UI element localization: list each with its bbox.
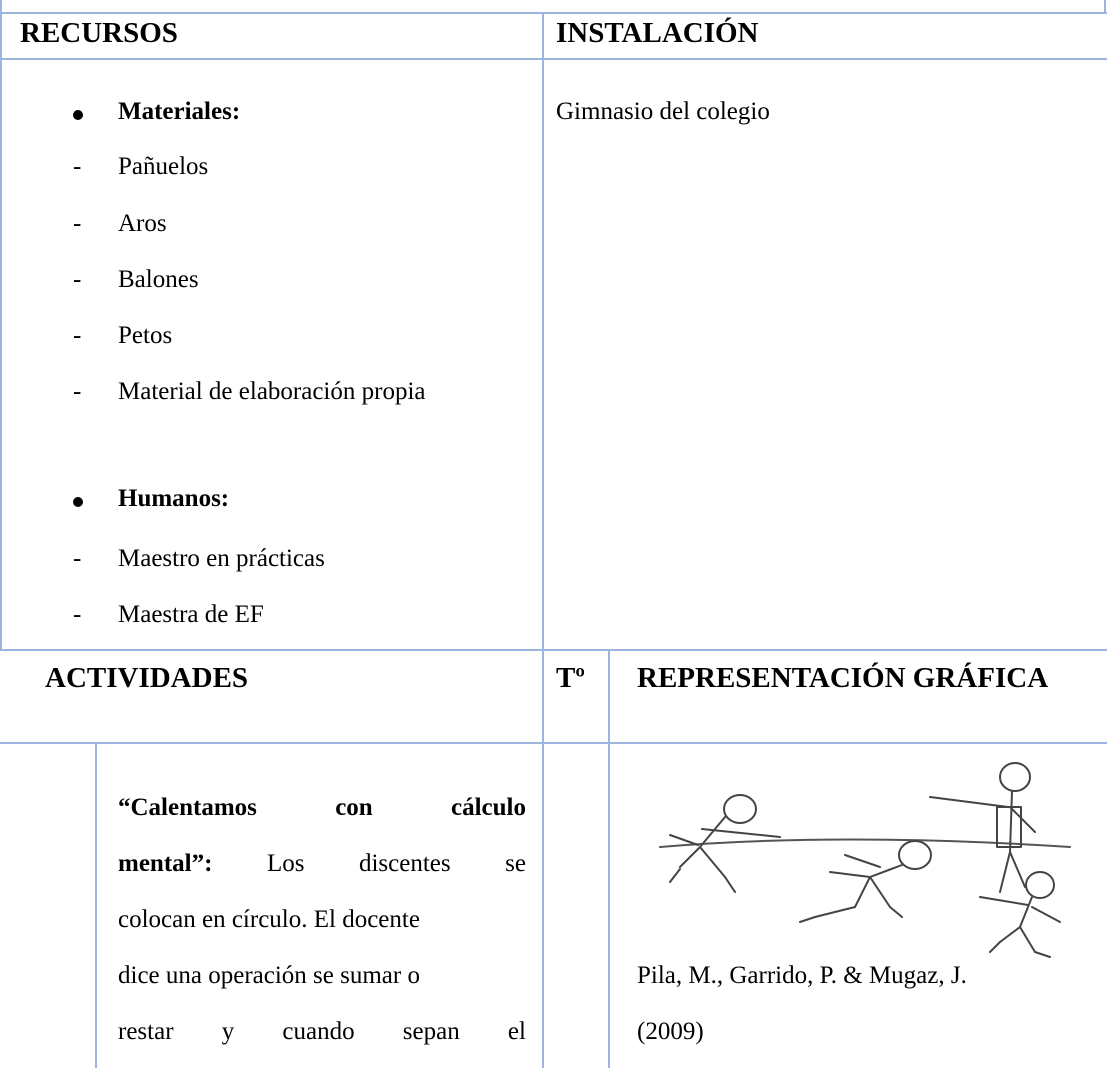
row-top-border — [0, 12, 1107, 14]
materiales-item: Petos — [118, 322, 173, 349]
activity-inner-left-border — [95, 742, 97, 1068]
activity-word: mental”: — [118, 850, 213, 877]
activity-word: se — [505, 850, 526, 877]
humanos-item: Maestra de EF — [118, 601, 264, 628]
materiales-item: Material de elaboración propia — [118, 378, 426, 405]
child-figure — [799, 840, 932, 923]
instalacion-value: Gimnasio del colegio — [556, 98, 770, 125]
activity-word: cálculo — [450, 794, 526, 821]
activity-word: sepan — [402, 1018, 460, 1045]
activity-word: “Calentamos — [118, 794, 257, 821]
activity-word: con — [335, 794, 373, 821]
dash-marker: - — [73, 545, 82, 572]
activity-word: Los — [266, 850, 305, 877]
representacion-heading: REPRESENTACIÓN GRÁFICA — [637, 662, 1049, 694]
activity-word: y — [221, 1018, 235, 1045]
column-divider-recursos — [542, 12, 544, 1068]
tiempo-heading: Tº — [556, 662, 585, 694]
humanos-item: Maestro en prácticas — [118, 545, 325, 572]
header-row-bottom-border — [0, 58, 1107, 60]
dash-marker: - — [73, 601, 82, 628]
table-left-border-top — [0, 0, 2, 650]
activity-line-3: colocan en círculo. El docente — [118, 906, 420, 933]
actividades-heading: ACTIVIDADES — [45, 662, 249, 694]
bullet-icon — [73, 497, 83, 507]
activity-header-bottom-border — [0, 742, 1107, 744]
dash-marker: - — [73, 210, 82, 237]
activity-line-4: dice una operación se sumar o — [118, 962, 420, 989]
instalacion-heading: INSTALACIÓN — [556, 17, 759, 49]
recursos-heading: RECURSOS — [20, 17, 178, 49]
activity-word: el — [507, 1018, 526, 1045]
column-divider-tiempo — [608, 649, 610, 1068]
table-right-border-top — [1104, 0, 1106, 12]
dash-marker: - — [73, 322, 82, 349]
materiales-item: Aros — [118, 210, 167, 237]
activity-line-5: restar y cuando sepan el — [118, 1018, 526, 1046]
activity-line-1: “Calentamos con cálculo — [118, 794, 526, 822]
dash-marker: - — [73, 266, 82, 293]
activity-line-2: mental”: Los discentes se — [118, 850, 526, 878]
dash-marker: - — [73, 378, 82, 405]
recursos-row-bottom-border — [0, 649, 1107, 651]
child-figure — [669, 794, 781, 893]
citation-line-1: Pila, M., Garrido, P. & Mugaz, J. — [637, 962, 967, 989]
child-figure — [979, 871, 1061, 958]
activity-word: restar — [118, 1018, 174, 1045]
materiales-item: Pañuelos — [118, 153, 209, 180]
children-running-illustration — [659, 762, 1071, 958]
activity-word: discentes — [358, 850, 451, 877]
activity-word: cuando — [282, 1018, 355, 1045]
child-figure — [929, 762, 1036, 893]
humanos-title: Humanos: — [118, 485, 230, 512]
materiales-item: Balones — [118, 266, 199, 293]
citation-line-2: (2009) — [637, 1018, 704, 1045]
materiales-title: Materiales: — [118, 98, 241, 125]
bullet-icon — [73, 110, 83, 120]
dash-marker: - — [73, 153, 82, 180]
